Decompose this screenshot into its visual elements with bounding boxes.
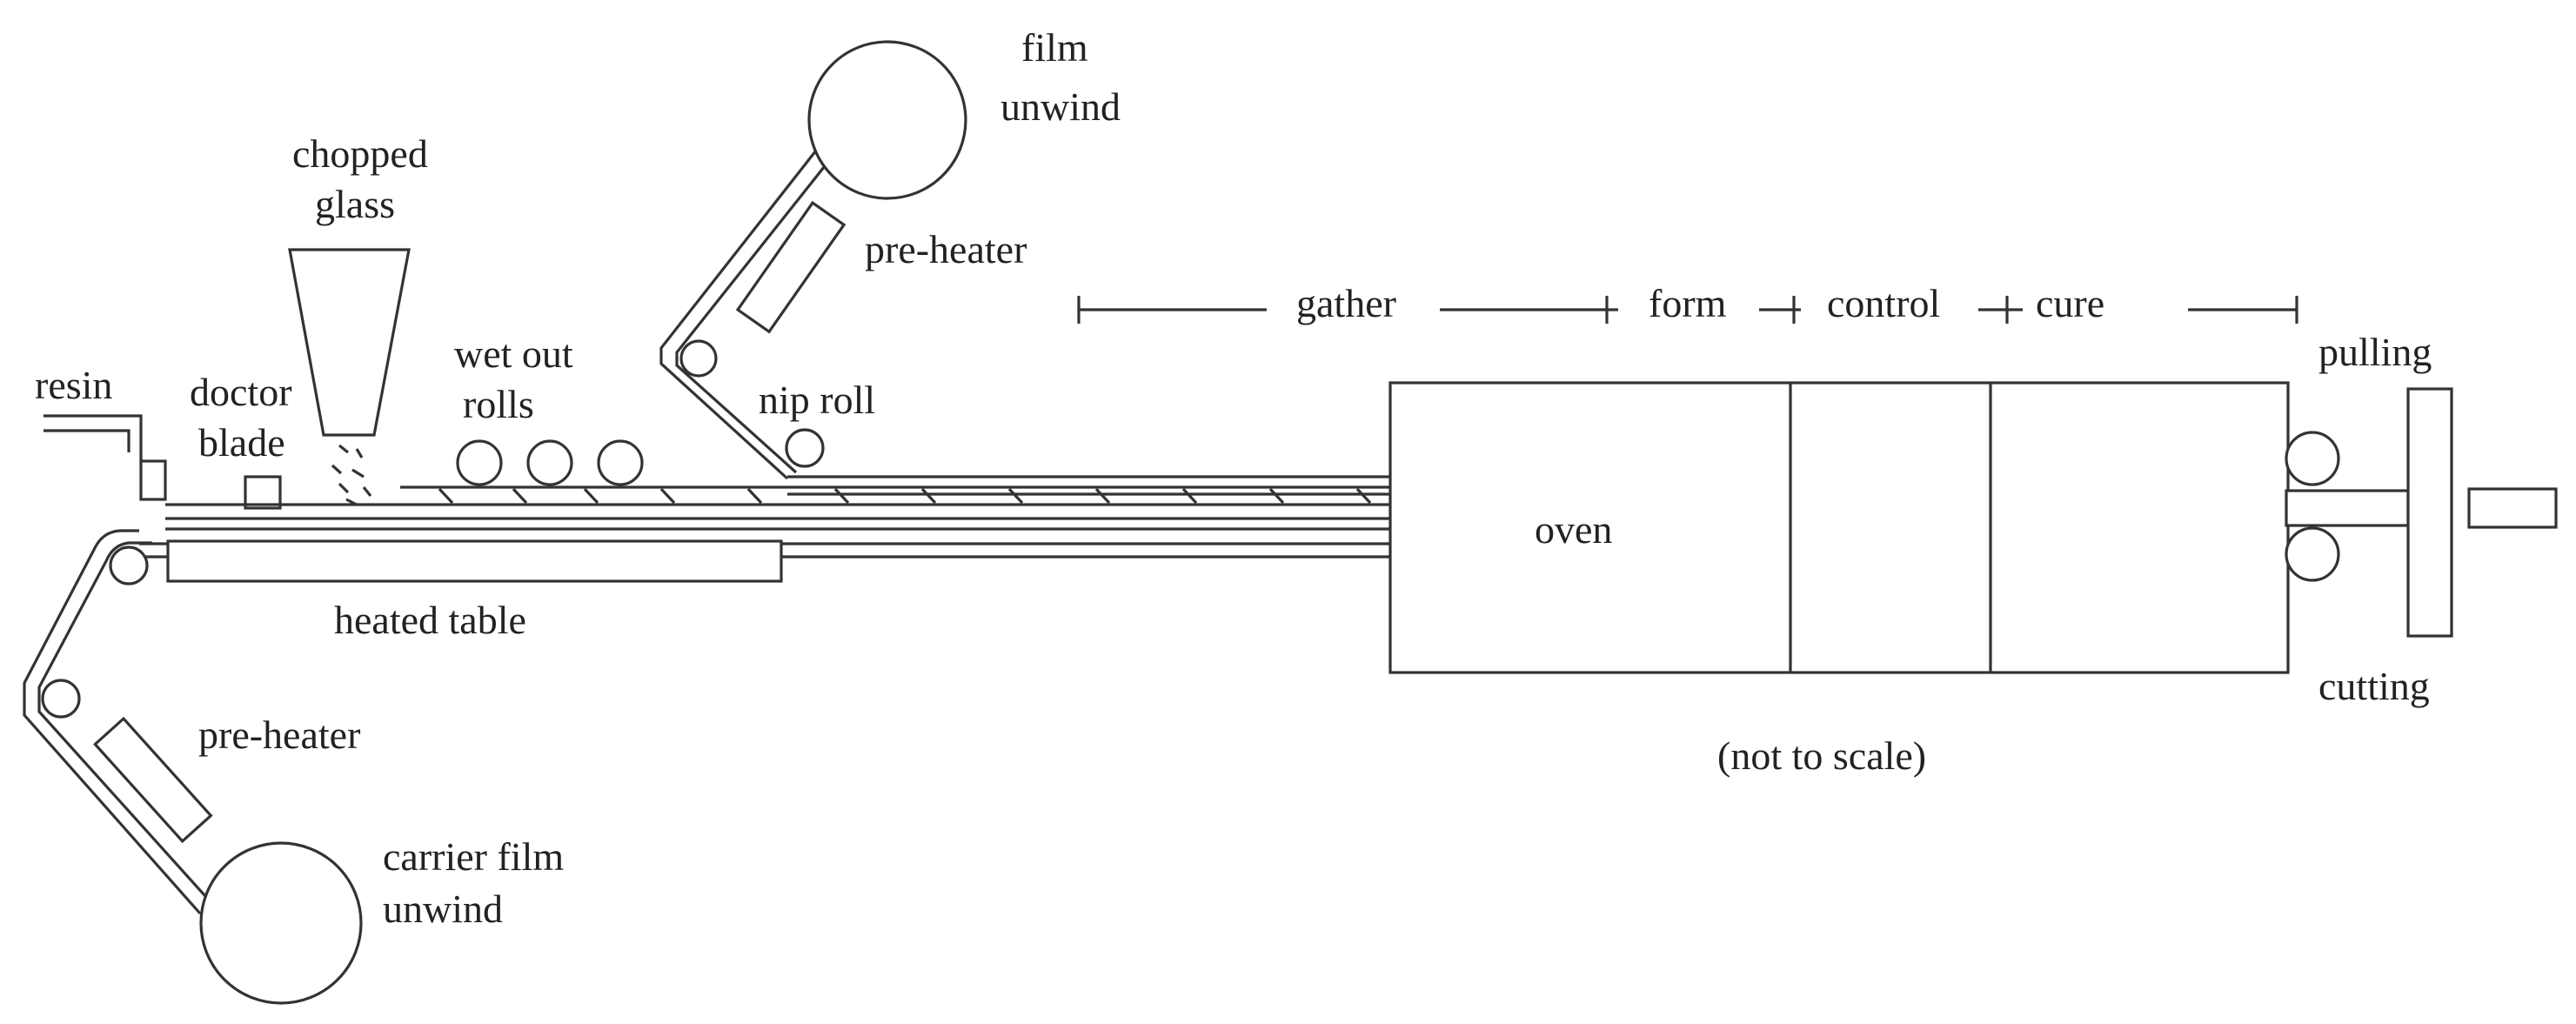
pulling-roll-bottom — [2285, 526, 2340, 582]
chopped-glass-hopper — [288, 248, 411, 506]
pulling-roll-top — [2285, 431, 2340, 486]
label-heated-table: heated table — [334, 598, 526, 642]
cut-part — [2467, 487, 2558, 529]
cutting-saw — [2406, 387, 2453, 638]
zone-dimension-line — [1077, 296, 2298, 324]
nip-roll — [785, 428, 825, 468]
label-not-to-scale: (not to scale) — [1717, 733, 1926, 778]
zone-label-form: form — [1649, 281, 1727, 325]
oven — [1388, 381, 2290, 674]
film-unwind-roll — [807, 40, 967, 200]
label-chopped-glass-line1: chopped — [292, 131, 428, 176]
label-wet-out-rolls-line2: rolls — [463, 382, 534, 426]
label-bottom-pre-heater: pre-heater — [198, 713, 360, 757]
bottom-guide-roll-lower — [41, 679, 81, 719]
label-chopped-glass-line2: glass — [315, 182, 395, 226]
label-film-unwind-line2: unwind — [1000, 84, 1121, 129]
label-cutting: cutting — [2318, 664, 2430, 708]
wet-out-rolls — [456, 439, 644, 486]
label-film-unwind-line1: film — [1021, 25, 1088, 70]
bottom-guide-roll-upper — [109, 545, 149, 586]
zone-label-cure: cure — [2036, 281, 2104, 325]
zone-label-gather: gather — [1296, 281, 1396, 325]
label-carrier-film-unwind-line1: carrier film — [383, 834, 564, 879]
label-top-pre-heater: pre-heater — [865, 227, 1027, 271]
heated-table — [166, 539, 783, 583]
label-wet-out-rolls-line1: wet out — [454, 331, 573, 376]
label-oven: oven — [1535, 507, 1612, 552]
label-doctor-blade-line2: blade — [198, 420, 285, 465]
resin-feed-pipe — [43, 414, 167, 501]
carrier-film-unwind-roll — [199, 841, 363, 1005]
doctor-blade — [244, 475, 282, 510]
zone-label-control: control — [1827, 281, 1940, 325]
pull-and-cut — [2285, 387, 2558, 638]
label-pulling: pulling — [2318, 330, 2432, 374]
top-pre-heater — [735, 200, 846, 334]
top-guide-roll — [679, 339, 718, 378]
bottom-pre-heater — [93, 716, 213, 844]
label-resin: resin — [35, 363, 112, 407]
product-profile — [2285, 489, 2410, 527]
label-carrier-film-unwind-line2: unwind — [383, 887, 503, 931]
label-nip-roll: nip roll — [759, 378, 875, 422]
label-doctor-blade-line1: doctor — [190, 370, 292, 414]
carrier-film-path — [23, 529, 363, 1005]
top-film-path — [659, 40, 967, 480]
